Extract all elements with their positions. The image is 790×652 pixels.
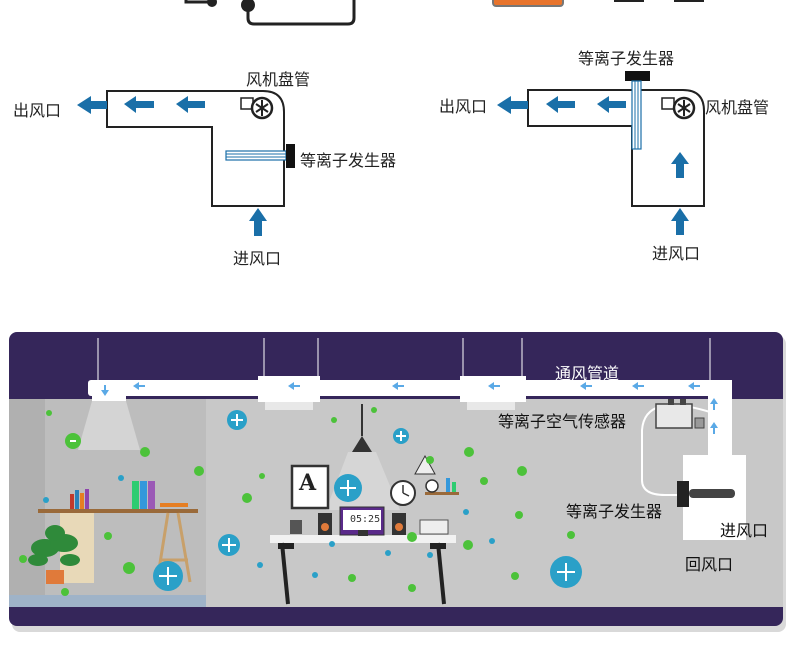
left-fan-coil-unit — [77, 90, 295, 236]
left-inlet-label: 进风口 — [233, 249, 282, 268]
monitor-time: 05:25 — [350, 514, 381, 525]
room-illustration — [9, 332, 786, 632]
right-fan-coil-label: 风机盘管 — [705, 98, 770, 117]
left-fan-coil-label: 风机盘管 — [246, 70, 311, 89]
left-ion-generator-label: 等离子发生器 — [300, 151, 397, 170]
generator-label: 等离子发生器 — [566, 502, 663, 521]
left-outlet-label: 出风口 — [13, 101, 62, 120]
duct-label: 通风管道 — [555, 364, 620, 383]
sensor-label: 等离子空气传感器 — [498, 412, 627, 431]
right-inlet-label: 进风口 — [652, 244, 701, 263]
board-letter: A — [299, 470, 317, 496]
room-inlet-label: 进风口 — [720, 521, 769, 540]
top-left-cropped-shape — [184, 0, 356, 26]
return-vent-label: 回风口 — [685, 555, 734, 574]
ion-particles — [19, 407, 582, 596]
top-right-cropped-shape — [492, 0, 704, 7]
right-outlet-label: 出风口 — [439, 97, 488, 116]
right-fan-coil-unit — [497, 71, 705, 235]
right-ion-generator-label: 等离子发生器 — [578, 49, 675, 68]
